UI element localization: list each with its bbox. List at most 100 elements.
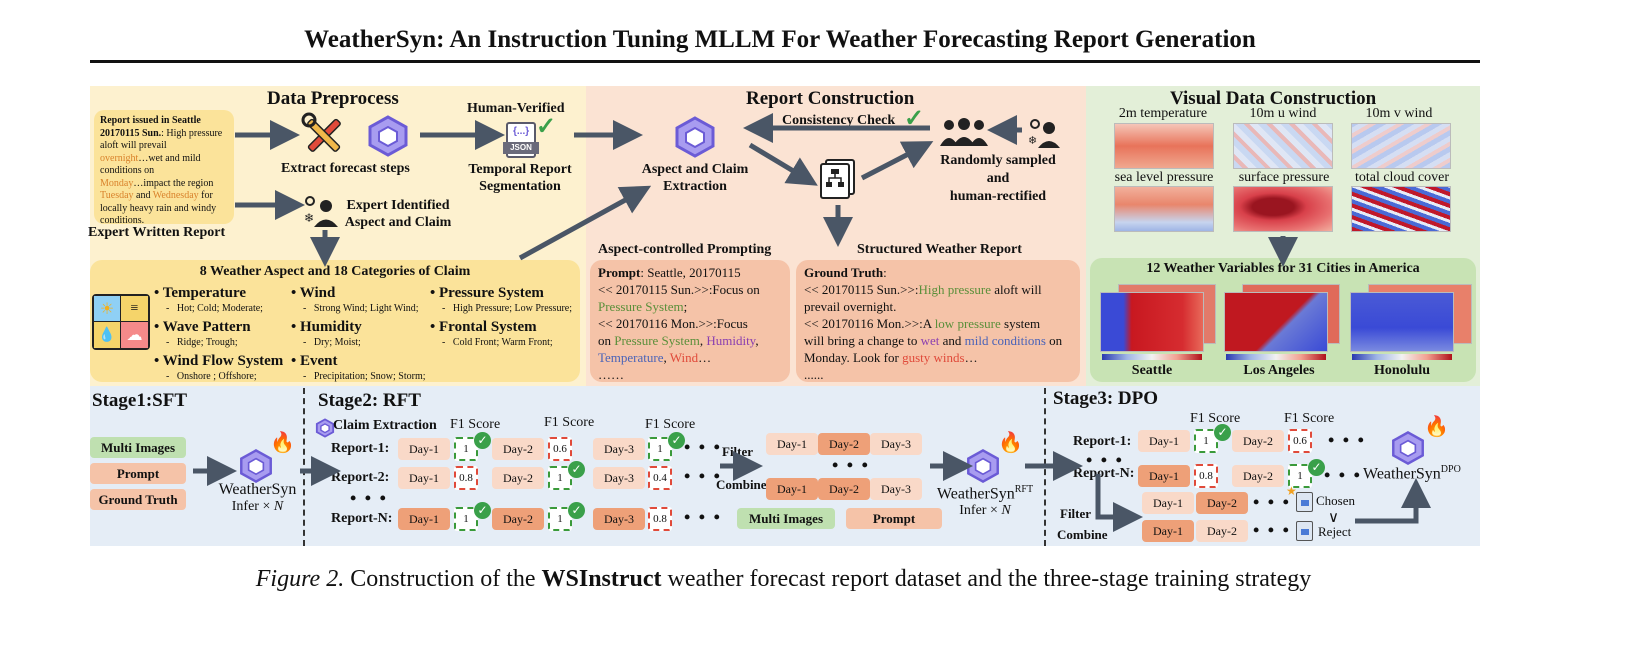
top-arrows xyxy=(235,113,1298,267)
check-icon: ✓ xyxy=(1308,459,1325,476)
prompt-line: Pressure System; xyxy=(598,299,688,314)
ellipsis: • • • xyxy=(1328,430,1366,450)
chosen-star-icon: ★ xyxy=(1286,484,1297,498)
heatmap-sea-level-pressure xyxy=(1114,186,1214,232)
category-wind-flow-items: - Onshore ; Offshore; xyxy=(166,371,257,382)
f1-label: F1 Score xyxy=(544,415,595,430)
check-icon: ✓ xyxy=(474,432,491,449)
day-box: Day-1 xyxy=(1138,430,1190,452)
f1-score-box: 0.8 xyxy=(1194,464,1218,488)
figure-caption: Figure 2. Construction of the WSInstruct… xyxy=(0,566,1567,593)
category-wave-items: - Ridge; Trough; xyxy=(166,337,238,348)
gt-line: will bring a change to wet and mild cond… xyxy=(804,333,1063,348)
chosen-report-icon xyxy=(1296,492,1313,512)
var-label-2m-temperature: 2m temperature xyxy=(1118,106,1208,121)
expert-weather-icon: ❄ xyxy=(1028,119,1060,148)
vee-symbol: ∨ xyxy=(1328,510,1339,526)
stage3-heading: Stage3: DPO xyxy=(1053,388,1159,409)
report-line: locally heavy rain and windy xyxy=(100,202,217,214)
day-box: Day-2 xyxy=(492,467,544,489)
tools-icon xyxy=(301,112,341,152)
var-label-sea-level-pressure: sea level pressure xyxy=(1114,170,1214,185)
structured-report-heading: Structured Weather Report xyxy=(857,242,1022,257)
expert-identified-label: Expert Identified Aspect and Claim xyxy=(336,197,460,231)
cloud-cell: ☁ xyxy=(121,322,148,348)
stage3-row-label: Report-N: xyxy=(1073,466,1135,481)
wind-cell: ≡ xyxy=(121,296,148,322)
aspect-claim-line: Aspect and Claim xyxy=(641,162,749,177)
svg-text:❄: ❄ xyxy=(304,211,314,225)
category-event-items: - Precipitation; Snow; Storm; xyxy=(303,371,426,382)
category-pressure-system: • Pressure System xyxy=(430,285,544,301)
filtered-day-box: Day-1 xyxy=(766,433,818,455)
stage3-filter-label: Filter xyxy=(1060,506,1092,521)
report-line: overnight…wet and mild xyxy=(100,152,201,164)
la-colorbar xyxy=(1226,354,1326,360)
figure-title: WeatherSyn: An Instruction Tuning MLLM F… xyxy=(304,26,1256,53)
stage2-tag-prompt: Prompt xyxy=(846,508,942,529)
chosen-day-box: Day-2 xyxy=(1196,492,1248,514)
arrow-doc-to-people xyxy=(860,141,934,181)
day-box: Day-3 xyxy=(593,508,645,530)
report-construction-heading: Report Construction xyxy=(746,88,915,109)
filtered-day-box: Day-3 xyxy=(870,478,922,500)
aspect-box-title: 8 Weather Aspect and 18 Categories of Cl… xyxy=(199,264,471,279)
randomly-sampled-label: Randomly sampled and human-rectified xyxy=(928,152,1068,206)
extract-steps-label: Extract forecast steps xyxy=(281,161,410,176)
reject-day-box: Day-1 xyxy=(1142,520,1194,542)
stage2-row-label: Report-1: xyxy=(331,441,390,456)
filtered-day-box: Day-2 xyxy=(818,478,870,500)
arrow-stage3-filter xyxy=(1095,474,1143,532)
prompt-line: << 20170115 Sun.>>:Focus on xyxy=(598,282,760,297)
llm-logo-icon xyxy=(240,449,272,483)
expert-weather-icon: ❄ xyxy=(304,196,338,227)
check-icon: ✓ xyxy=(568,502,585,519)
f1-label: F1 Score xyxy=(1190,411,1241,426)
reject-report-icon xyxy=(1296,521,1313,541)
var-label-10m-u-wind: 10m u wind xyxy=(1249,106,1317,121)
f1-label: F1 Score xyxy=(1284,411,1335,426)
random-line: human-rectified xyxy=(949,189,1047,204)
gt-line: ...... xyxy=(804,367,824,382)
f1-score-box: 0.4 xyxy=(648,466,672,490)
category-temperature: • Temperature xyxy=(154,285,247,301)
day-box: Day-2 xyxy=(492,438,544,460)
stage1-tag-ground-truth: Ground Truth xyxy=(90,489,186,510)
day-box: Day-1 xyxy=(398,508,450,530)
human-verified-label: Human-Verified xyxy=(467,101,565,116)
prompting-heading: Aspect-controlled Prompting xyxy=(598,242,772,257)
ellipsis-vertical: • • • xyxy=(1086,450,1124,470)
report-line: conditions. xyxy=(100,215,145,226)
category-pressure-items: - High Pressure; Low Pressure; xyxy=(442,303,572,314)
llm-logo-icon xyxy=(1392,431,1424,465)
visual-heading: Visual Data Construction xyxy=(1170,88,1377,109)
llm-logo-icon xyxy=(315,418,335,438)
caption-text: Construction of the xyxy=(350,566,536,592)
report-line: Tuesday and Wednesday for xyxy=(100,190,213,201)
stage2-model-name: WeatherSynRFT xyxy=(936,484,1034,503)
expert-identified-line: Expert Identified xyxy=(346,198,450,213)
stage1-tag-prompt: Prompt xyxy=(90,463,186,484)
heatmap-total-cloud-cover xyxy=(1351,186,1451,232)
f1-score-box: 0.8 xyxy=(454,466,478,490)
aspect-claim-line: Extraction xyxy=(663,179,727,194)
day-box: Day-2 xyxy=(1232,465,1284,487)
expert-identified-line: Aspect and Claim xyxy=(344,215,452,230)
expert-report-label: Expert Written Report xyxy=(88,225,226,240)
stage3-row-label: Report-1: xyxy=(1073,434,1132,449)
day-box: Day-1 xyxy=(1138,465,1190,487)
category-wind: • Wind xyxy=(291,285,336,301)
temporal-segmentation-label: Temporal Report Segmentation xyxy=(458,161,582,195)
report-line: conditions on xyxy=(100,165,155,176)
honolulu-colorbar xyxy=(1352,354,1452,360)
city-label-honolulu: Honolulu xyxy=(1373,363,1431,378)
filtered-day-box: Day-3 xyxy=(870,433,922,455)
ellipsis: • • • xyxy=(684,466,722,486)
stage3-combine-label: Combine xyxy=(1057,527,1108,542)
fire-icon: 🔥 xyxy=(270,432,295,454)
caption-dataset: WSInstruct xyxy=(541,566,662,592)
check-icon: ✓ xyxy=(568,461,585,478)
prompt-line: on Pressure System, Humidity, xyxy=(598,333,759,348)
f1-score-box: 0.6 xyxy=(1288,429,1312,453)
gt-line: << 20170115 Sun.>>:High pressure aloft w… xyxy=(804,282,1042,297)
